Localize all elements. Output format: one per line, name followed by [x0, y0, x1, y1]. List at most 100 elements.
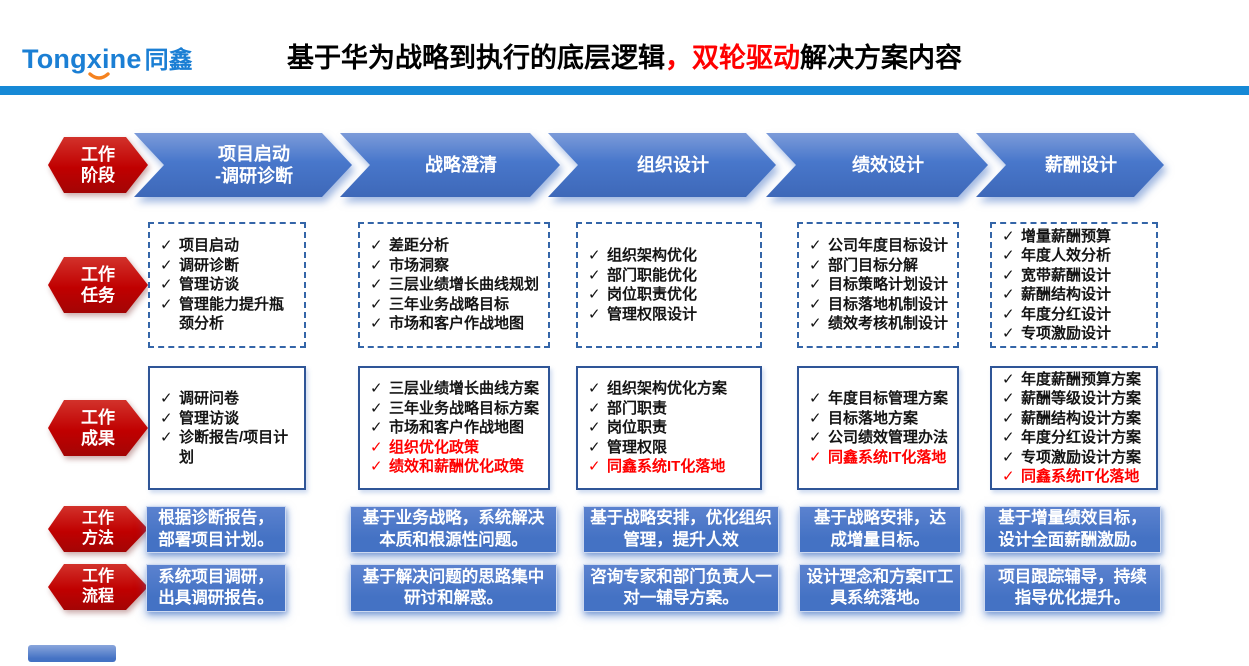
- check-item: ✓ 市场洞察: [370, 256, 542, 276]
- check-item: ✓项目启动: [160, 236, 298, 256]
- stage-arrow-5-label: 薪酬设计: [976, 133, 1164, 197]
- check-item-text: 部门职能优化: [607, 266, 698, 284]
- check-item-text: 三年业务战略目标: [389, 295, 510, 313]
- check-item: ✓ 绩效和薪酬优化政策: [370, 457, 542, 477]
- check-icon: ✓: [809, 237, 822, 255]
- check-icon: ✓: [1002, 247, 1015, 264]
- check-item-text: 岗位职责优化: [607, 286, 698, 303]
- check-item-text: 三年业务战略目标方案: [389, 399, 540, 417]
- title-highlight: ，双轮驱动: [665, 43, 800, 73]
- method-box-4: 基于战略安排，达成增量目标。: [799, 506, 961, 553]
- check-item: ✓市场和客户作战地图: [370, 418, 542, 438]
- check-item-text: 薪酬结构设计: [1021, 286, 1112, 303]
- check-icon: ✓: [370, 399, 383, 417]
- check-item: ✓同鑫系统IT化落地: [588, 457, 754, 477]
- check-icon: ✓: [809, 448, 822, 466]
- check-icon: ✓: [370, 276, 383, 294]
- check-item-text: 年度目标管理方案: [828, 390, 949, 407]
- check-item-text: 薪酬结构设计方案: [1021, 409, 1142, 427]
- check-icon: ✓: [1002, 409, 1015, 427]
- check-icon: ✓: [370, 256, 383, 274]
- check-item: ✓ 调研诊断: [160, 256, 298, 276]
- check-item: ✓ 薪酬结构设计方案: [1002, 409, 1150, 429]
- check-item: ✓ 管理权限设计: [588, 305, 754, 325]
- logo-smile-icon: [88, 72, 110, 80]
- check-icon: ✓: [809, 429, 822, 446]
- check-icon: ✓: [160, 237, 173, 255]
- check-icon: ✓: [588, 286, 601, 303]
- check-item-text: 公司绩效管理办法: [828, 429, 949, 446]
- check-icon: ✓: [160, 256, 173, 274]
- page-title: 基于华为战略到执行的底层逻辑，双轮驱动解决方案内容: [0, 36, 1249, 75]
- check-icon: ✓: [160, 295, 173, 313]
- check-item-text: 宽带薪酬设计: [1021, 266, 1112, 284]
- check-item-text: 管理权限: [607, 438, 668, 456]
- check-item: ✓部门目标分解: [809, 256, 951, 276]
- check-icon: ✓: [1002, 448, 1015, 466]
- check-item: ✓ 公司年度目标设计: [809, 236, 951, 256]
- check-icon: ✓: [809, 390, 822, 407]
- row-label-stage: 工作 阶段: [48, 137, 148, 193]
- result-box-4: ✓年度目标管理方案✓目标落地方案✓公司绩效管理办法✓同鑫系统IT化落地: [797, 366, 959, 490]
- check-icon: ✓: [1002, 227, 1015, 245]
- check-item: ✓ 三年业务战略目标方案: [370, 399, 542, 419]
- process-box-5: 项目跟踪辅导，持续指导优化提升。: [984, 564, 1161, 612]
- check-item-text: 管理权限设计: [607, 305, 698, 323]
- check-icon: ✓: [1002, 429, 1015, 446]
- check-item: ✓增量薪酬预算: [1002, 227, 1150, 247]
- logo-text-en: Tongxine: [22, 44, 142, 74]
- check-item-text: 市场和客户作战地图: [389, 315, 525, 333]
- stage-arrow-2: 战略澄清: [340, 133, 560, 197]
- check-item-text: 管理访谈: [179, 409, 240, 427]
- check-icon: ✓: [160, 276, 173, 294]
- check-item: ✓专项激励设计: [1002, 324, 1150, 344]
- stage-arrow-4-label: 绩效设计: [766, 133, 988, 197]
- check-item-text: 绩效和薪酬优化政策: [389, 458, 525, 476]
- check-item-text: 目标落地机制设计: [828, 295, 949, 313]
- result-box-1: ✓调研问卷✓管理访谈✓诊断报告/项目计划: [148, 366, 306, 490]
- stage-arrow-5: 薪酬设计: [976, 133, 1164, 197]
- check-icon: ✓: [588, 380, 601, 398]
- check-item: ✓同鑫系统IT化落地: [1002, 467, 1150, 487]
- stage-arrow-1-label: 项目启动 -调研诊断: [134, 133, 352, 197]
- check-item-text: 调研诊断: [179, 256, 240, 274]
- check-item-text: 组织架构优化: [607, 247, 698, 264]
- check-item-text: 年度分红设计: [1021, 305, 1112, 323]
- check-item: ✓部门职责: [588, 399, 754, 419]
- check-item: ✓组织优化政策: [370, 438, 542, 458]
- check-item: ✓同鑫系统IT化落地: [809, 448, 951, 468]
- check-icon: ✓: [1002, 286, 1015, 303]
- check-item: ✓目标落地机制设计: [809, 295, 951, 315]
- check-item-text: 市场和客户作战地图: [389, 419, 525, 437]
- task-box-4: ✓公司年度目标设计✓部门目标分解✓目标策略计划设计✓目标落地机制设计✓绩效考核机…: [797, 222, 959, 348]
- check-item: ✓ 专项激励设计方案: [1002, 448, 1150, 468]
- check-icon: ✓: [1002, 390, 1015, 407]
- check-icon: ✓: [588, 305, 601, 323]
- check-icon: ✓: [370, 295, 383, 313]
- task-box-3: ✓组织架构优化✓部门职能优化✓岗位职责优化✓管理权限设计: [576, 222, 762, 348]
- check-item-text: 岗位职责: [607, 419, 668, 437]
- check-icon: ✓: [588, 399, 601, 417]
- check-item-text: 公司年度目标设计: [828, 237, 949, 255]
- check-item-text: 专项激励设计方案: [1021, 448, 1142, 466]
- check-item-text: 专项激励设计: [1021, 325, 1112, 342]
- check-item: ✓ 三年业务战略目标: [370, 295, 542, 315]
- check-icon: ✓: [370, 458, 383, 476]
- check-icon: ✓: [370, 237, 383, 255]
- check-item: ✓年度薪酬预算方案: [1002, 370, 1150, 390]
- stage-arrow-4: 绩效设计: [766, 133, 988, 197]
- check-item: ✓差距分析: [370, 236, 542, 256]
- check-item: ✓管理权限: [588, 438, 754, 458]
- check-item: ✓部门职能优化: [588, 266, 754, 286]
- check-item: ✓三层业绩增长曲线规划: [370, 275, 542, 295]
- check-item: ✓薪酬等级设计方案: [1002, 389, 1150, 409]
- check-item-text: 市场洞察: [389, 256, 450, 274]
- check-icon: ✓: [588, 458, 601, 476]
- check-item-text: 年度薪酬预算方案: [1021, 370, 1142, 388]
- check-icon: ✓: [809, 409, 822, 427]
- stage-arrow-3-label: 组织设计: [548, 133, 776, 197]
- check-item: ✓管理访谈: [160, 275, 298, 295]
- check-item-text: 部门目标分解: [828, 256, 919, 274]
- check-icon: ✓: [370, 315, 383, 333]
- task-box-5: ✓增量薪酬预算✓年度人效分析✓宽带薪酬设计✓薪酬结构设计✓年度分红设计✓专项激励…: [990, 222, 1158, 348]
